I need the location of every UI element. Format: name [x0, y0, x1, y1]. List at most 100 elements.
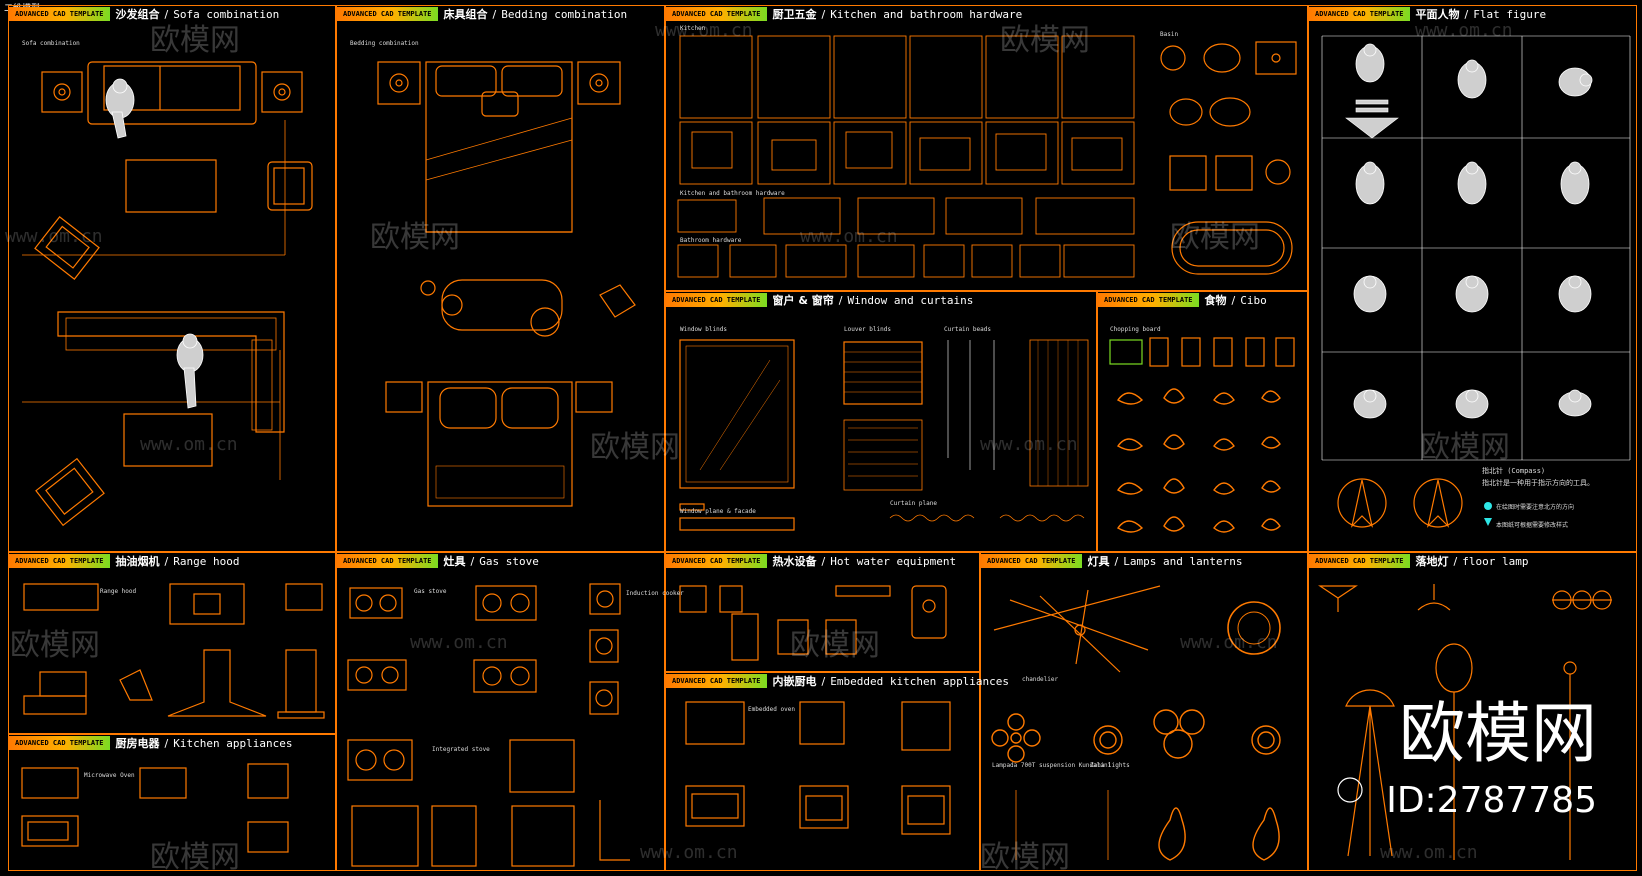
- panel-header: ADVANCED CAD TEMPLATE 落地灯/floor lamp: [1309, 553, 1528, 569]
- watermark-url: www.om.cn: [640, 842, 738, 863]
- label-chopping: Chopping board: [1110, 326, 1161, 333]
- label-microwave: Microwave Oven: [84, 772, 135, 779]
- panel-title-zh: 灶具: [443, 555, 466, 568]
- hot-water-drawings: [679, 585, 947, 661]
- panel-window-curtains: ADVANCED CAD TEMPLATE 窗户 & 窗帘/Window and…: [665, 291, 1097, 552]
- watermark-logo: 欧模网: [790, 628, 880, 663]
- panel-header: ADVANCED CAD TEMPLATE 灯具/Lamps and lante…: [981, 553, 1242, 569]
- sofa-set-top: [22, 61, 313, 280]
- template-badge: ADVANCED CAD TEMPLATE: [666, 293, 767, 307]
- panel-title-zh: 落地灯: [1415, 555, 1449, 568]
- template-badge: ADVANCED CAD TEMPLATE: [1309, 554, 1410, 568]
- label-integrated: Integrated stove: [432, 746, 490, 753]
- figure-grid: [1321, 35, 1631, 461]
- panel-header: ADVANCED CAD TEMPLATE 食物/Cibo: [1098, 292, 1267, 308]
- watermark-url: www.om.cn: [5, 226, 103, 247]
- panel-title-zh: 内嵌厨电: [772, 675, 817, 688]
- panel-header: ADVANCED CAD TEMPLATE 平面人物/Flat figure: [1309, 6, 1546, 22]
- down-arrow: [1345, 99, 1399, 139]
- panel-title-en: Bedding combination: [501, 7, 628, 21]
- panel-sofa: ADVANCED CAD TEMPLATE 沙发组合/Sofa combinat…: [8, 5, 336, 552]
- panel-title-zh: 沙发组合: [115, 8, 160, 21]
- gas-stove-drawings: [347, 583, 630, 867]
- bed-chaise: [420, 279, 636, 337]
- watermark-logo: 欧模网: [150, 840, 240, 875]
- label-kitchen: Kitchen: [680, 25, 706, 32]
- panel-title-en: Window and curtains: [847, 293, 974, 307]
- panel-title-zh: 厨卫五金: [772, 8, 817, 21]
- watermark-url: www.om.cn: [1180, 632, 1278, 653]
- label-window-blinds: Window blinds: [680, 326, 727, 333]
- brand-logo-text: 欧模网: [1399, 695, 1597, 772]
- panel-title-en: Kitchen and bathroom hardware: [830, 7, 1023, 21]
- brand-id: ID:2787785: [1386, 780, 1597, 821]
- watermark-logo: 欧模网: [1170, 220, 1260, 255]
- watermark-logo: 欧模网: [980, 840, 1070, 875]
- panel-flat-figure: ADVANCED CAD TEMPLATE 平面人物/Flat figure: [1308, 5, 1637, 552]
- panel-hot-water: ADVANCED CAD TEMPLATE 热水设备/Hot water equ…: [665, 552, 980, 672]
- panel-title-zh: 平面人物: [1415, 8, 1460, 21]
- panel-title-zh: 热水设备: [772, 555, 817, 568]
- template-badge: ADVANCED CAD TEMPLATE: [1098, 293, 1199, 307]
- watermark-logo: 欧模网: [1420, 430, 1510, 465]
- template-badge: ADVANCED CAD TEMPLATE: [981, 554, 1082, 568]
- watermark-url: www.om.cn: [1380, 842, 1478, 863]
- compass-icons: [1337, 478, 1492, 528]
- template-badge: ADVANCED CAD TEMPLATE: [337, 554, 438, 568]
- label-louver: Louver blinds: [844, 326, 891, 333]
- panel-title-zh: 食物: [1204, 294, 1227, 307]
- template-badge: ADVANCED CAD TEMPLATE: [1309, 7, 1410, 21]
- watermark-url: www.om.cn: [800, 226, 898, 247]
- bed-top: [377, 61, 621, 233]
- template-badge: ADVANCED CAD TEMPLATE: [666, 554, 767, 568]
- panel-bedding: ADVANCED CAD TEMPLATE 床具组合/Bedding combi…: [336, 5, 665, 552]
- panel-header: ADVANCED CAD TEMPLATE 窗户 & 窗帘/Window and…: [666, 292, 973, 308]
- label-compass-note1: 在绘图时需要注意北方的方向: [1496, 504, 1575, 511]
- flat-figures: [1353, 43, 1593, 419]
- watermark-url: www.om.cn: [655, 20, 753, 41]
- panel-header: ADVANCED CAD TEMPLATE 灶具/Gas stove: [337, 553, 539, 569]
- template-badge: ADVANCED CAD TEMPLATE: [9, 554, 110, 568]
- watermark-url: www.om.cn: [1415, 20, 1513, 41]
- label-curtain-plane: Curtain plane: [890, 500, 937, 507]
- panel-title-zh: 抽油烟机: [115, 555, 160, 568]
- label-curtain-beads: Curtain beads: [944, 326, 991, 333]
- food-drawings: [1109, 337, 1295, 533]
- watermark-logo: 欧模网: [150, 23, 240, 58]
- bath-fixtures: [1160, 41, 1297, 275]
- label-embedded-oven: Embedded oven: [748, 706, 795, 713]
- label-sofa: Sofa combination: [22, 40, 80, 47]
- label-zaha: Zaha lights: [1090, 762, 1130, 769]
- panel-title-en: floor lamp: [1462, 554, 1529, 568]
- panel-title-en: Hot water equipment: [830, 554, 957, 568]
- template-badge: ADVANCED CAD TEMPLATE: [666, 7, 767, 21]
- range-hood-drawings: [23, 583, 325, 719]
- watermark-logo: 欧模网: [590, 430, 680, 465]
- lamp-drawings: [991, 585, 1281, 861]
- template-badge: ADVANCED CAD TEMPLATE: [666, 674, 767, 688]
- window-curtain-drawings: [679, 339, 1089, 531]
- floor-lamp-drawings: [1318, 584, 1612, 860]
- label-induction: Induction cooker: [626, 590, 684, 597]
- label-basin: Basin: [1160, 31, 1179, 38]
- label-compass-title: 指北针 (Compass): [1482, 467, 1546, 475]
- panel-title-en: Lamps and lanterns: [1123, 554, 1243, 568]
- label-kb-hardware: Kitchen and bathroom hardware: [680, 190, 785, 197]
- label-window-plane: Window plane & facade: [680, 508, 756, 515]
- watermark-logo: 欧模网: [370, 220, 460, 255]
- panel-gas-stove: ADVANCED CAD TEMPLATE 灶具/Gas stove: [336, 552, 665, 871]
- panel-header: ADVANCED CAD TEMPLATE 沙发组合/Sofa combinat…: [9, 6, 279, 22]
- panel-title-en: Gas stove: [479, 554, 539, 568]
- embedded-kitchen-drawings: [685, 701, 951, 835]
- panel-title-en: Sofa combination: [173, 7, 280, 21]
- watermark-url: www.om.cn: [410, 632, 508, 653]
- panel-header: ADVANCED CAD TEMPLATE 内嵌厨电/Embedded kitc…: [666, 673, 1009, 689]
- watermark-logo: 欧模网: [10, 628, 100, 663]
- label-range-hood: Range hood: [100, 588, 137, 595]
- panel-title-en: Range hood: [173, 554, 240, 568]
- panel-title-en: Embedded kitchen appliances: [830, 674, 1010, 688]
- faucet-grid: [677, 35, 1135, 278]
- panel-embedded-kitchen: ADVANCED CAD TEMPLATE 内嵌厨电/Embedded kitc…: [665, 672, 1009, 871]
